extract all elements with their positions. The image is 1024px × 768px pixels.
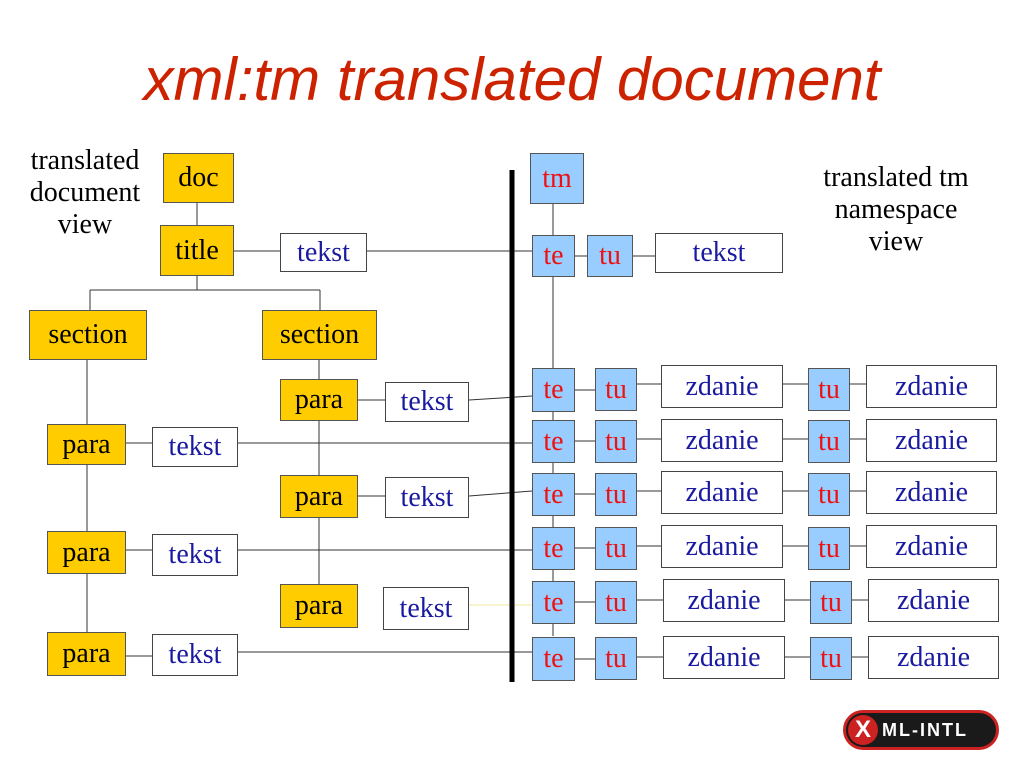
- title-tekst: tekst: [280, 233, 367, 272]
- left-caption-line-3: view: [57, 209, 113, 240]
- tm-element: tm: [530, 153, 584, 204]
- te-element: te: [532, 368, 575, 412]
- zdanie-box: zdanie: [866, 365, 997, 408]
- section-element-left: section: [29, 310, 147, 360]
- title-element: title: [160, 225, 234, 276]
- tm-tekst: tekst: [655, 233, 783, 273]
- tu-element: tu: [595, 637, 637, 680]
- para-element: para: [47, 424, 126, 465]
- tu-element: tu: [595, 527, 637, 570]
- tu-element: tu: [595, 473, 637, 516]
- tu-element: tu: [808, 527, 850, 570]
- te-element: te: [532, 527, 575, 570]
- zdanie-box: zdanie: [663, 579, 785, 622]
- para-element: para: [280, 379, 358, 421]
- te-element: te: [532, 420, 575, 463]
- zdanie-box: zdanie: [661, 525, 783, 568]
- right-caption-line-2: namespace: [834, 194, 958, 225]
- logo-mark: X: [848, 715, 878, 745]
- para-tekst: tekst: [383, 587, 469, 630]
- zdanie-box: zdanie: [661, 365, 783, 408]
- tu-element: tu: [808, 420, 850, 463]
- tu-element: tu: [595, 368, 637, 411]
- te-element: te: [532, 637, 575, 681]
- te-element: te: [532, 581, 575, 624]
- left-caption-line-1: translated: [30, 145, 140, 176]
- para-element: para: [47, 632, 126, 676]
- doc-element: doc: [163, 153, 234, 203]
- tu-element: tu: [808, 368, 850, 411]
- para-element: para: [280, 475, 358, 518]
- para-element: para: [280, 584, 358, 628]
- tu-element: tu: [810, 637, 852, 680]
- logo-text: ML-INTL: [882, 720, 968, 740]
- right-caption: translated tm namespace view: [800, 162, 992, 258]
- para-tekst: tekst: [385, 382, 469, 422]
- right-caption-line-1: translated tm: [823, 162, 969, 193]
- para-tekst: tekst: [152, 634, 238, 676]
- section-element-right: section: [262, 310, 377, 360]
- zdanie-box: zdanie: [661, 471, 783, 514]
- te-element: te: [532, 473, 575, 516]
- tu-element: tu: [808, 473, 850, 516]
- zdanie-box: zdanie: [866, 525, 997, 568]
- page-title: xml:tm translated document: [143, 46, 881, 113]
- para-tekst: tekst: [152, 534, 238, 576]
- te-element: te: [532, 235, 575, 277]
- tu-element: tu: [595, 581, 637, 624]
- zdanie-box: zdanie: [661, 419, 783, 462]
- para-element: para: [47, 531, 126, 574]
- zdanie-box: zdanie: [866, 419, 997, 462]
- right-caption-line-3: view: [868, 226, 924, 257]
- tu-element: tu: [587, 235, 633, 277]
- tu-element: tu: [595, 420, 637, 463]
- left-caption-line-2: document: [29, 177, 141, 208]
- zdanie-box: zdanie: [866, 471, 997, 514]
- xml-intl-logo: X ML-INTL: [843, 710, 999, 750]
- zdanie-box: zdanie: [663, 636, 785, 679]
- left-caption: translated document view: [14, 145, 156, 241]
- zdanie-box: zdanie: [868, 579, 999, 622]
- para-tekst: tekst: [385, 477, 469, 518]
- tu-element: tu: [810, 581, 852, 624]
- zdanie-box: zdanie: [868, 636, 999, 679]
- para-tekst: tekst: [152, 427, 238, 467]
